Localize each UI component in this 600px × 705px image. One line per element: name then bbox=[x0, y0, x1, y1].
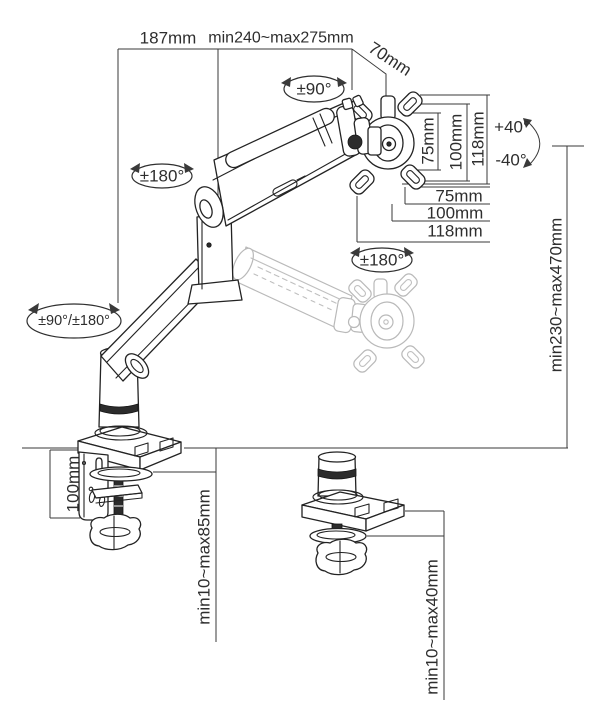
dimension-lines bbox=[22, 48, 584, 700]
upper-arm bbox=[194, 102, 362, 228]
label-vesa-h-75: 75mm bbox=[435, 187, 482, 206]
rotate-arrow-icon bbox=[404, 247, 414, 257]
ghost-arm-position bbox=[232, 246, 425, 373]
clamp-lever bbox=[89, 466, 153, 482]
rotate-arrow-icon bbox=[337, 77, 347, 87]
label-tilt-down: -40° bbox=[495, 151, 526, 170]
rotate-arrow-icon bbox=[184, 163, 194, 173]
arm-rotation-callout bbox=[130, 163, 194, 189]
label-vesa-h-100: 100mm bbox=[427, 204, 484, 223]
clamp-knob bbox=[89, 513, 142, 551]
vesa-plate bbox=[347, 91, 426, 195]
label-arm-rotation: ±180° bbox=[140, 167, 185, 186]
label-clamp-height: 100mm bbox=[64, 456, 83, 513]
label-grommet-range: min10~max40mm bbox=[423, 559, 442, 695]
rotate-arrow-icon bbox=[350, 247, 360, 257]
ghost-vesa-plate bbox=[348, 273, 425, 373]
tilt-arrow-down-icon bbox=[523, 158, 532, 168]
tilt-arrow-up-icon bbox=[523, 118, 532, 128]
tilt-bolt-icon bbox=[347, 134, 363, 150]
label-clamp-range: min10~max85mm bbox=[195, 489, 214, 625]
mount-arm-drawing bbox=[77, 91, 426, 576]
label-head-swivel: ±90° bbox=[296, 80, 331, 99]
label-vesa-rotation: ±180° bbox=[360, 251, 405, 270]
label-arm-offset: 187mm bbox=[140, 29, 197, 48]
label-vesa-v-118: 118mm bbox=[469, 111, 488, 166]
label-vesa-v-75: 75mm bbox=[419, 117, 438, 164]
rotate-arrow-icon bbox=[281, 77, 291, 87]
tilt-head-joint bbox=[336, 94, 382, 157]
desk-clamp-base bbox=[77, 425, 182, 551]
label-vesa-h-118: 118mm bbox=[427, 222, 482, 241]
label-tilt-up: +40° bbox=[494, 118, 530, 137]
clamp-bracket bbox=[78, 451, 109, 521]
dimension-labels: 187mm min240~max275mm 70mm ±90° ±180° ±1… bbox=[38, 29, 565, 695]
label-arm-reach: min240~max275mm bbox=[208, 30, 353, 47]
rotate-arrow-icon bbox=[28, 303, 39, 314]
grommet-knob bbox=[315, 538, 368, 576]
label-height-range: min230~max470mm bbox=[547, 218, 566, 373]
grommet-mount-base bbox=[301, 451, 405, 576]
rotate-arrow-icon bbox=[109, 303, 120, 314]
rotation-callouts bbox=[26, 75, 414, 339]
label-vesa-v-100: 100mm bbox=[447, 114, 466, 171]
rotate-arrow-icon bbox=[130, 163, 140, 173]
elbow-post bbox=[187, 211, 243, 305]
label-base-rotation: ±90°/±180° bbox=[38, 313, 110, 329]
label-head-offset: 70mm bbox=[365, 38, 415, 80]
vesa-rotation-callout bbox=[350, 247, 414, 273]
head-swivel-callout bbox=[281, 75, 347, 103]
base-rotation-callout bbox=[26, 303, 122, 339]
